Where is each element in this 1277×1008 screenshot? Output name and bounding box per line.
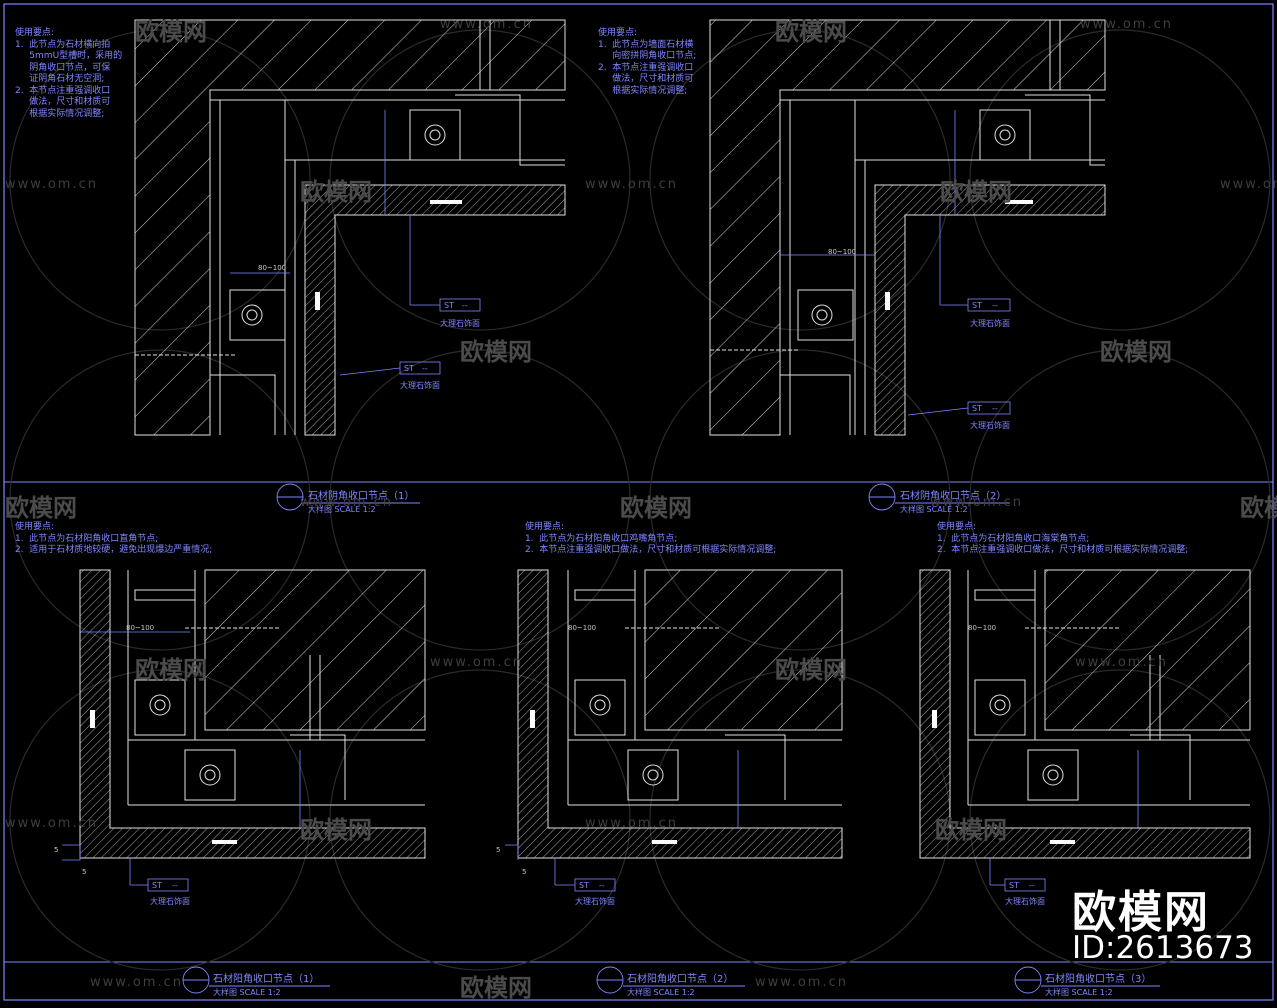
- dimension-text: 80~100: [568, 624, 597, 632]
- material-label: 大理石饰面: [970, 319, 1010, 328]
- tag-code: ST: [444, 301, 454, 310]
- watermark-url: www.om.cn: [930, 495, 1023, 510]
- detail-outer-corner-1: [62, 569, 426, 892]
- detail-title: 石材阳角收口节点（3）: [1045, 974, 1152, 985]
- usage-note: 使用要点: 1. 此节点为石材阳角收口海棠角节点; 2. 本节点注重强调收口做法…: [937, 522, 1189, 555]
- watermark-logo: 欧模网: [300, 178, 372, 206]
- tag-code: ST: [972, 301, 982, 310]
- dimension-text: 5: [54, 846, 59, 854]
- material-label: 大理石饰面: [970, 421, 1010, 430]
- tag-dash: --: [172, 881, 178, 890]
- detail-title: 石材阴角收口节点（2）: [900, 491, 1007, 502]
- detail-title: 石材阳角收口节点（1）: [213, 974, 320, 985]
- material-label: 大理石饰面: [575, 897, 615, 906]
- dimension-text: 80~100: [258, 264, 287, 272]
- tag-dash: --: [462, 301, 468, 310]
- detail-scale: 大样图 SCALE 1:2: [1045, 988, 1113, 997]
- model-id: ID:2613673: [1072, 930, 1254, 966]
- watermark-logo: 欧模网: [1240, 494, 1277, 522]
- material-label: 大理石饰面: [400, 381, 440, 390]
- material-label: 大理石饰面: [150, 897, 190, 906]
- watermark-logo: 欧模网: [460, 338, 532, 366]
- watermark-logo: 欧模网: [460, 974, 532, 1002]
- usage-note: 使用要点: 1. 此节点为石材阳角收口直角节点; 2. 适用于石材质地较硬，避免…: [15, 522, 213, 555]
- dimension-text: 80~100: [126, 624, 155, 632]
- tag-dash: --: [422, 364, 428, 373]
- tag-dash: --: [992, 404, 998, 413]
- tag-dash: --: [992, 301, 998, 310]
- watermark-logo: 欧模网: [300, 816, 372, 844]
- detail-scale: 大样图 SCALE 1:2: [627, 988, 695, 997]
- usage-note: 使用要点: 1. 此节点为石材阳角收口鸡嘴角节点; 2. 本节点注重强调收口做法…: [525, 522, 777, 555]
- detail-scale: 大样图 SCALE 1:2: [900, 505, 968, 514]
- watermark-logo: 欧模网: [1100, 338, 1172, 366]
- watermark-url: www.om.cn: [440, 17, 533, 32]
- detail-inner-corner-2: [709, 19, 1106, 436]
- dimension-text: 5: [496, 846, 501, 854]
- watermark-url: www.om.cn: [90, 975, 183, 990]
- watermark-url: www.om.cn: [585, 177, 678, 192]
- detail-scale: 大样图 SCALE 1:2: [308, 505, 376, 514]
- watermark-url: www.om.cn: [300, 495, 393, 510]
- watermark-url: www.om.cn: [1075, 655, 1168, 670]
- usage-note: 使用要点: 1. 此节点为墙面石材横 向密拼阴角收口节点; 2. 本节点注重强调…: [598, 28, 697, 96]
- tag-code: ST: [579, 881, 589, 890]
- watermark-logo: 欧模网: [940, 178, 1012, 206]
- detail-outer-corner-3: [919, 569, 1251, 892]
- watermark-logo: 欧模网: [135, 18, 207, 46]
- dimension-text: 5: [82, 868, 87, 876]
- usage-note: 使用要点: 1. 此节点为石材横向拍 5mmU型槽时，采用的 阴角收口节点，可保…: [15, 28, 123, 119]
- watermark-url: www.om.cn: [1220, 177, 1277, 192]
- material-label: 大理石饰面: [440, 319, 480, 328]
- detail-outer-corner-2: [505, 569, 843, 892]
- dimension-text: 80~100: [968, 624, 997, 632]
- tag-code: ST: [972, 404, 982, 413]
- watermark-url: www.om.cn: [755, 975, 848, 990]
- tag-dash: --: [1029, 881, 1035, 890]
- watermark-url: www.om.cn: [430, 655, 523, 670]
- detail-scale: 大样图 SCALE 1:2: [213, 988, 281, 997]
- watermark-url: www.om.cn: [5, 177, 98, 192]
- watermark-url: www.om.cn: [5, 816, 98, 831]
- detail-title: 石材阴角收口节点（1）: [308, 491, 415, 502]
- brand-logo: 欧模网: [1072, 887, 1210, 938]
- watermark-logo: 欧模网: [135, 656, 207, 684]
- tag-dash: --: [599, 881, 605, 890]
- detail-inner-corner-1: [134, 19, 566, 436]
- watermark-logo: 欧模网: [935, 816, 1007, 844]
- watermark-url: www.om.cn: [1080, 17, 1173, 32]
- tag-code: ST: [152, 881, 162, 890]
- detail-title: 石材阳角收口节点（2）: [627, 974, 734, 985]
- watermark-url: www.om.cn: [585, 816, 678, 831]
- tag-code: ST: [1009, 881, 1019, 890]
- watermark-logo: 欧模网: [5, 494, 77, 522]
- material-label: 大理石饰面: [1005, 897, 1045, 906]
- watermark-logo: 欧模网: [620, 494, 692, 522]
- tag-code: ST: [404, 364, 414, 373]
- dimension-text: 5: [522, 868, 527, 876]
- watermark-logo: 欧模网: [775, 18, 847, 46]
- dimension-text: 80~100: [828, 248, 857, 256]
- watermark-logo: 欧模网: [775, 656, 847, 684]
